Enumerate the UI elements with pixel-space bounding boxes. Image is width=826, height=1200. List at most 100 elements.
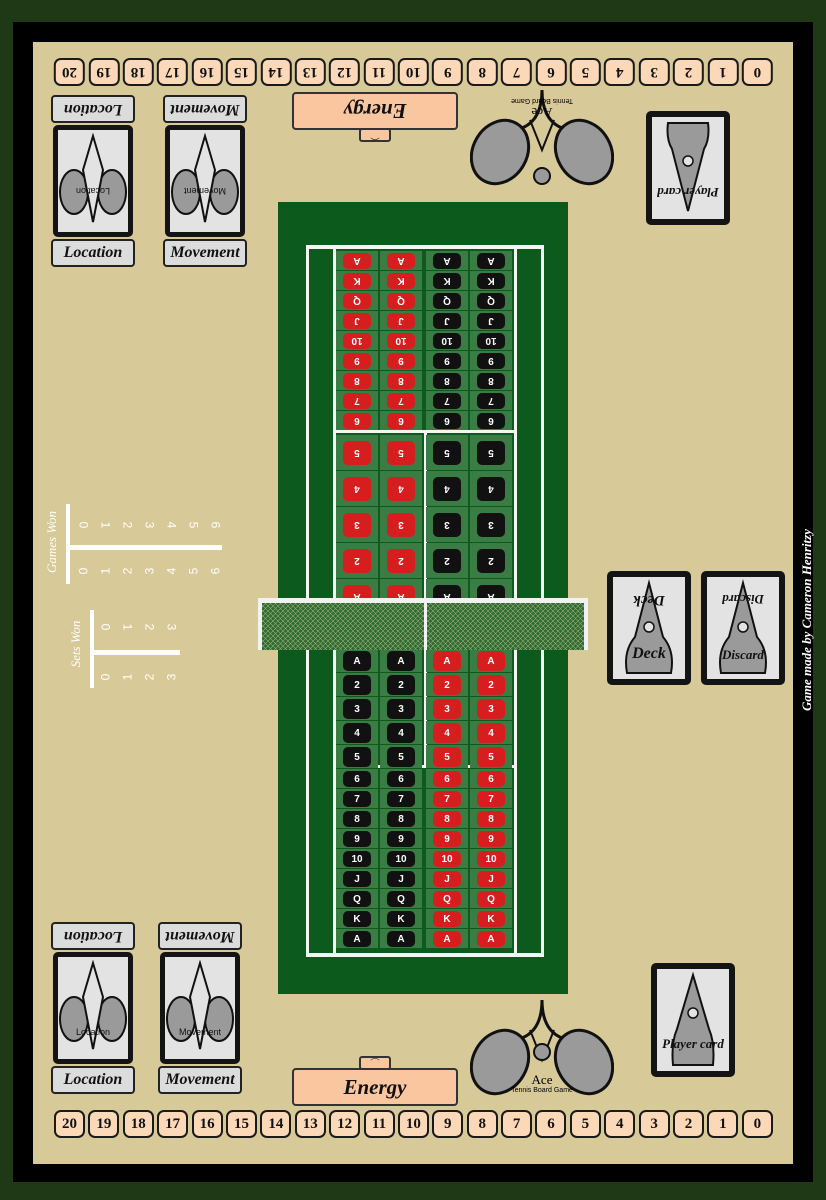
bottom-player-track-cell[interactable]: 15 [225,1110,257,1138]
court-cell[interactable]: 8 [380,371,422,390]
court-cell[interactable]: Q [426,889,468,908]
top-movement-card[interactable]: Movement [165,125,245,237]
court-cell[interactable]: 9 [336,829,378,848]
court-cell[interactable]: 2 [380,673,422,696]
court-cell[interactable]: 2 [426,543,468,578]
court-cell[interactable]: 8 [336,371,378,390]
court-cell[interactable]: J [380,869,422,888]
court-cell[interactable]: Q [336,291,378,310]
court-cell[interactable]: 3 [470,697,512,720]
court-cell[interactable]: Q [380,889,422,908]
score-mark[interactable]: 1 [98,567,113,575]
court-cell[interactable]: 10 [426,849,468,868]
score-mark[interactable]: 6 [208,521,223,529]
bottom-player-track-cell[interactable]: 20 [54,1110,85,1138]
score-mark[interactable]: 3 [142,521,157,529]
court-cell[interactable]: 9 [426,351,468,370]
top-player-track-cell[interactable]: 6 [535,58,567,86]
court-cell[interactable]: 7 [380,391,422,410]
court-cell[interactable]: K [380,909,422,928]
bottom-player-track-cell[interactable]: 17 [157,1110,189,1138]
court-cell[interactable]: 9 [380,351,422,370]
court-cell[interactable]: K [336,909,378,928]
score-mark[interactable]: 0 [98,673,113,681]
top-player-track-cell[interactable]: 17 [157,58,189,86]
score-mark[interactable]: 0 [76,521,91,529]
court-cell[interactable]: 8 [426,809,468,828]
court-cell[interactable]: 6 [336,411,378,430]
court-cell[interactable]: 10 [380,331,422,350]
court-cell[interactable]: 5 [470,435,512,470]
court-cell[interactable]: 9 [470,829,512,848]
score-mark[interactable]: 5 [186,567,201,575]
score-mark[interactable]: 6 [208,567,223,575]
court-cell[interactable]: K [470,909,512,928]
score-mark[interactable]: 1 [120,673,135,681]
bottom-player-track-cell[interactable]: 14 [260,1110,292,1138]
top-player-track-cell[interactable]: 14 [260,58,292,86]
top-player-track-cell[interactable]: 18 [122,58,154,86]
court-cell[interactable]: 10 [470,849,512,868]
court-cell[interactable]: 4 [426,721,468,744]
score-mark[interactable]: 1 [120,623,135,631]
court-cell[interactable]: 2 [336,673,378,696]
score-mark[interactable]: 5 [186,521,201,529]
top-player-track-cell[interactable]: 10 [397,58,429,86]
court-cell[interactable]: A [470,251,512,270]
court-cell[interactable]: 4 [470,471,512,506]
court-cell[interactable]: 9 [380,829,422,848]
court-cell[interactable]: 3 [470,507,512,542]
court-cell[interactable]: 3 [336,697,378,720]
court-cell[interactable]: 2 [426,673,468,696]
court-cell[interactable]: 2 [380,543,422,578]
court-cell[interactable]: 8 [470,809,512,828]
bottom-player-track-cell[interactable]: 5 [569,1110,601,1138]
court-cell[interactable]: 9 [426,829,468,848]
court-cell[interactable]: 5 [336,745,378,768]
top-location-card[interactable]: Location [53,125,133,237]
bottom-player-track-cell[interactable]: 10 [397,1110,429,1138]
court-cell[interactable]: 5 [426,745,468,768]
score-mark[interactable]: 3 [142,567,157,575]
score-mark[interactable]: 2 [120,567,135,575]
court-cell[interactable]: J [380,311,422,330]
court-cell[interactable]: 9 [336,351,378,370]
court-cell[interactable]: 6 [470,411,512,430]
top-player-track-cell[interactable]: 2 [673,58,705,86]
court-cell[interactable]: 7 [380,789,422,808]
bottom-player-track-cell[interactable]: 18 [122,1110,154,1138]
court-cell[interactable]: 3 [380,507,422,542]
score-mark[interactable]: 0 [76,567,91,575]
score-mark[interactable]: 2 [120,521,135,529]
court-cell[interactable]: A [426,251,468,270]
court-cell[interactable]: 10 [470,331,512,350]
court-cell[interactable]: A [470,649,512,672]
bottom-player-track-cell[interactable]: 9 [432,1110,464,1138]
court-cell[interactable]: 4 [380,471,422,506]
court-cell[interactable]: K [470,271,512,290]
court-cell[interactable]: A [380,251,422,270]
court-cell[interactable]: A [336,251,378,270]
bottom-player-track-cell[interactable]: 3 [638,1110,670,1138]
bottom-movement-slot[interactable]: Movement Movement Movement [158,922,242,1094]
court-cell[interactable]: 6 [426,769,468,788]
court-cell[interactable]: 3 [426,697,468,720]
top-location-slot[interactable]: Location Location Location [51,95,135,267]
score-mark[interactable]: 3 [164,673,179,681]
court-cell[interactable]: 10 [336,849,378,868]
court-cell[interactable]: J [470,311,512,330]
court-cell[interactable]: 7 [426,391,468,410]
score-mark[interactable]: 2 [142,673,157,681]
bottom-player-track-cell[interactable]: 4 [604,1110,636,1138]
court-cell[interactable]: J [470,869,512,888]
court-cell[interactable]: Q [426,291,468,310]
top-player-track-cell[interactable]: 5 [569,58,601,86]
court-cell[interactable]: K [380,271,422,290]
bottom-player-track-cell[interactable]: 19 [88,1110,120,1138]
score-mark[interactable]: 3 [164,623,179,631]
discard-pile[interactable]: Discard Discard [701,571,785,685]
court-cell[interactable]: A [336,929,378,948]
court-cell[interactable]: Q [470,291,512,310]
court-cell[interactable]: 3 [380,697,422,720]
court-cell[interactable]: J [336,311,378,330]
